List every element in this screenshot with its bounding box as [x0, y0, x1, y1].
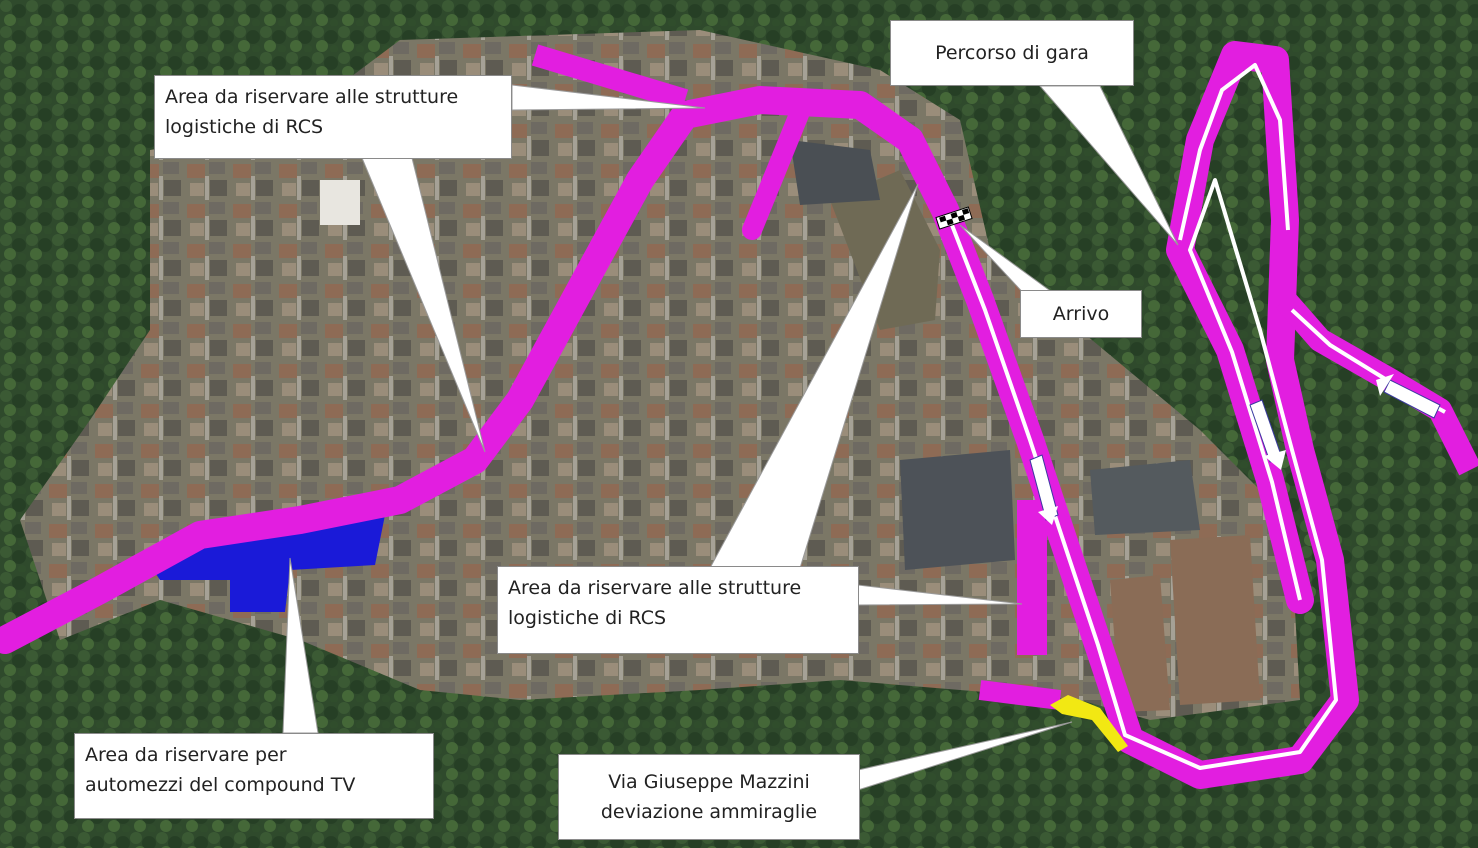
- rcs-area-callout-top: Area da riservare alle strutture logisti…: [154, 75, 512, 159]
- race-route-callout: Percorso di gara: [890, 20, 1134, 86]
- callout-text: automezzi del compound TV: [85, 774, 356, 796]
- building-roof: [1170, 535, 1260, 705]
- callout-text: Area da riservare alle strutture: [508, 577, 802, 599]
- deviation-arrow-icon: [1050, 695, 1128, 752]
- callout-text: Arrivo: [1052, 303, 1110, 325]
- direction-arrow-icon: [1029, 454, 1059, 525]
- callout-text: logistiche di RCS: [508, 607, 667, 629]
- callout-text: deviazione ammiraglie: [600, 801, 818, 823]
- callout-pointer: [1038, 85, 1179, 246]
- building-roof: [900, 450, 1015, 570]
- race-route-top: [531, 44, 689, 111]
- direction-arrow-icon: [1249, 399, 1286, 470]
- building-roof: [790, 140, 880, 205]
- building-roof: [1110, 575, 1170, 712]
- direction-arrow-icon: [1376, 374, 1441, 419]
- finish-callout: Arrivo: [1020, 290, 1142, 338]
- callout-text: logistiche di RCS: [165, 116, 324, 138]
- rcs-area-callout-middle: Area da riservare alle strutture logisti…: [497, 566, 859, 654]
- rcs-area-branch: [742, 102, 810, 240]
- compound-tv-callout: Area da riservare per automezzi del comp…: [74, 733, 434, 819]
- callout-text: Area da riservare alle strutture: [165, 86, 459, 108]
- callout-text: Percorso di gara: [935, 42, 1089, 64]
- callout-text: Via Giuseppe Mazzini: [608, 771, 810, 793]
- checkered-finish-icon: [935, 206, 973, 230]
- route-centre-line: [948, 178, 1338, 770]
- callout-pointer: [511, 84, 706, 111]
- callout-text: Area da riservare per: [85, 744, 287, 766]
- deviation-road: [978, 680, 1062, 710]
- building-roof: [320, 180, 360, 225]
- mazzini-deviation-callout: Via Giuseppe Mazzini deviazione ammiragl…: [558, 754, 860, 840]
- route-centre-line: [1178, 63, 1290, 241]
- building-roof: [1090, 460, 1200, 535]
